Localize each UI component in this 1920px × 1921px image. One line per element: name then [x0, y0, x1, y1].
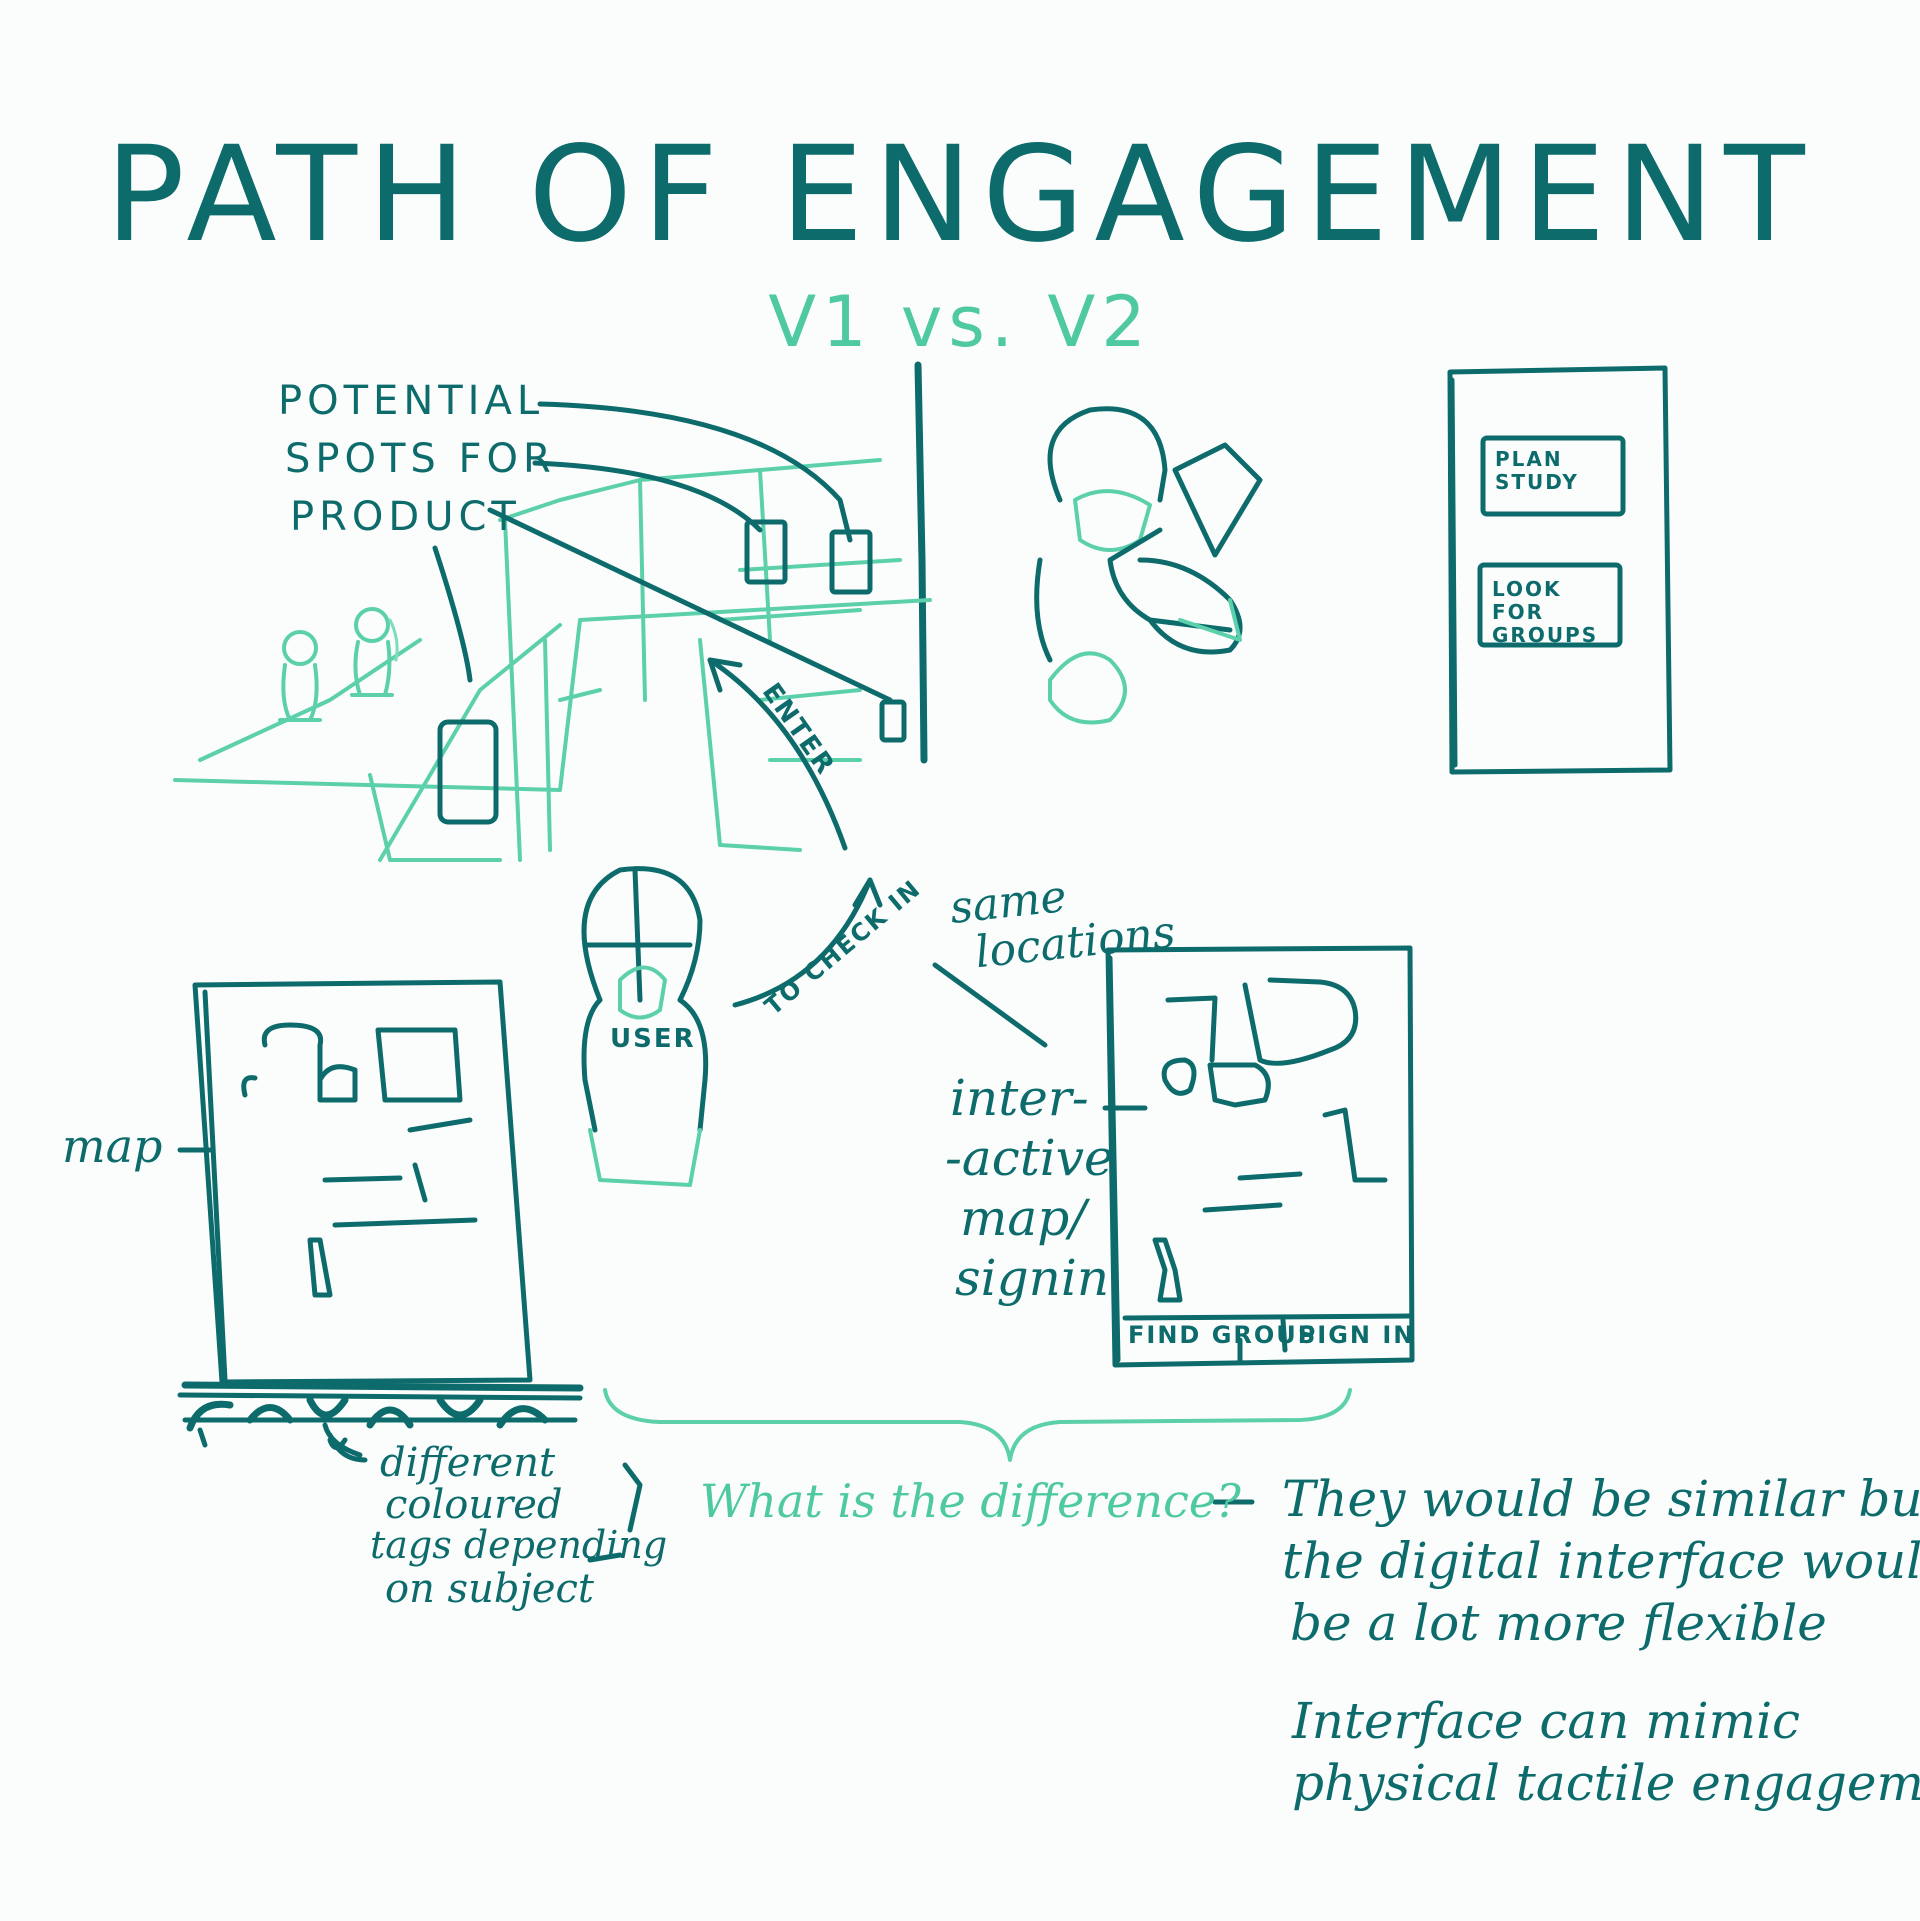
tags-note-line: tags depending: [370, 1523, 668, 1567]
page-subtitle: V1 vs. V2: [768, 281, 1152, 363]
tags-note-line: coloured: [385, 1482, 563, 1528]
callout-line: SPOTS FOR: [285, 436, 556, 482]
find-group-button[interactable]: FIND GROUP: [1128, 1321, 1318, 1349]
tags-note-line: different: [380, 1440, 556, 1486]
comparison-question: What is the difference?: [700, 1474, 1241, 1528]
user-label: USER: [610, 1024, 696, 1054]
interactive-label-line: -active: [945, 1129, 1114, 1187]
answer-line: the digital interface would: [1282, 1532, 1920, 1590]
plan-study-button[interactable]: PLAN STUDY: [1495, 447, 1579, 494]
tags-note-line: on subject: [385, 1566, 595, 1612]
answer-line: They would be similar but: [1282, 1470, 1920, 1528]
study-hall-sketch: [173, 458, 932, 862]
map-label: map: [62, 1119, 163, 1173]
callout-line: PRODUCT: [290, 494, 521, 540]
callout-line: POTENTIAL: [278, 378, 545, 424]
interactive-label-line: signin: [955, 1249, 1110, 1307]
page-title: PATH OF ENGAGEMENT: [105, 118, 1815, 272]
v1-board-sketch: [177, 979, 584, 1463]
answer-line: Interface can mimic: [1292, 1692, 1801, 1750]
interactive-label-line: map/: [960, 1189, 1087, 1247]
answer-line: be a lot more flexible: [1290, 1594, 1827, 1652]
user-figure-sketch: [581, 866, 709, 1187]
person-with-phone-sketch: [1034, 406, 1263, 725]
answer-line: physical tactile engagement: [1292, 1754, 1920, 1812]
look-for-groups-button[interactable]: LOOK FOR GROUPS: [1492, 577, 1599, 647]
v2-board-sketch: [1105, 945, 1415, 1368]
sign-in-button[interactable]: SIGN IN: [1298, 1321, 1416, 1349]
interactive-label-line: inter-: [950, 1069, 1089, 1127]
